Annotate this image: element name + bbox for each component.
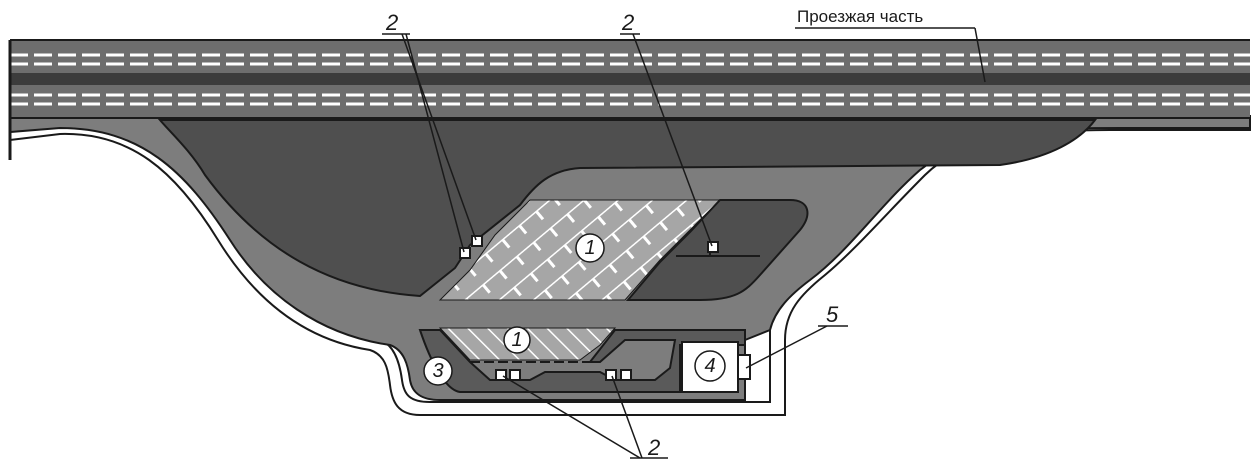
svg-text:1: 1: [584, 237, 595, 259]
central-island: [157, 119, 1098, 298]
leader-two-top-left-a: [401, 33, 477, 241]
marker-square: [471, 235, 483, 247]
leader-roadway-tail: [974, 27, 986, 83]
marker-square: [707, 241, 719, 253]
callout-one-lower: 1: [503, 326, 531, 354]
svg-text:4: 4: [704, 355, 715, 377]
label-two-bottom: 2: [647, 435, 660, 460]
leader-two-bottom-a: [502, 375, 641, 459]
unit-five-marker: [737, 354, 751, 380]
label-two-top-right: 2: [621, 10, 634, 35]
svg-text:3: 3: [432, 360, 443, 382]
marker-square: [509, 369, 521, 381]
marker-square: [605, 369, 617, 381]
markers-two: [459, 235, 719, 381]
marker-square: [495, 369, 507, 381]
leader-two-top-left-b: [405, 33, 465, 253]
label-five: 5: [826, 302, 839, 327]
leader-five: [745, 325, 828, 369]
callout-four: 4: [694, 350, 726, 382]
marker-square: [459, 247, 471, 259]
roadway-median: [10, 73, 1250, 85]
svg-text:1: 1: [511, 329, 522, 351]
marker-square: [620, 369, 632, 381]
callout-three: 3: [423, 356, 453, 386]
callout-one-upper: 1: [575, 233, 605, 263]
leader-two-top-right: [632, 33, 713, 247]
roadway-label: Проезжая часть: [797, 7, 923, 26]
label-two-top-left: 2: [385, 10, 398, 35]
leader-two-bottom-b: [611, 375, 643, 459]
